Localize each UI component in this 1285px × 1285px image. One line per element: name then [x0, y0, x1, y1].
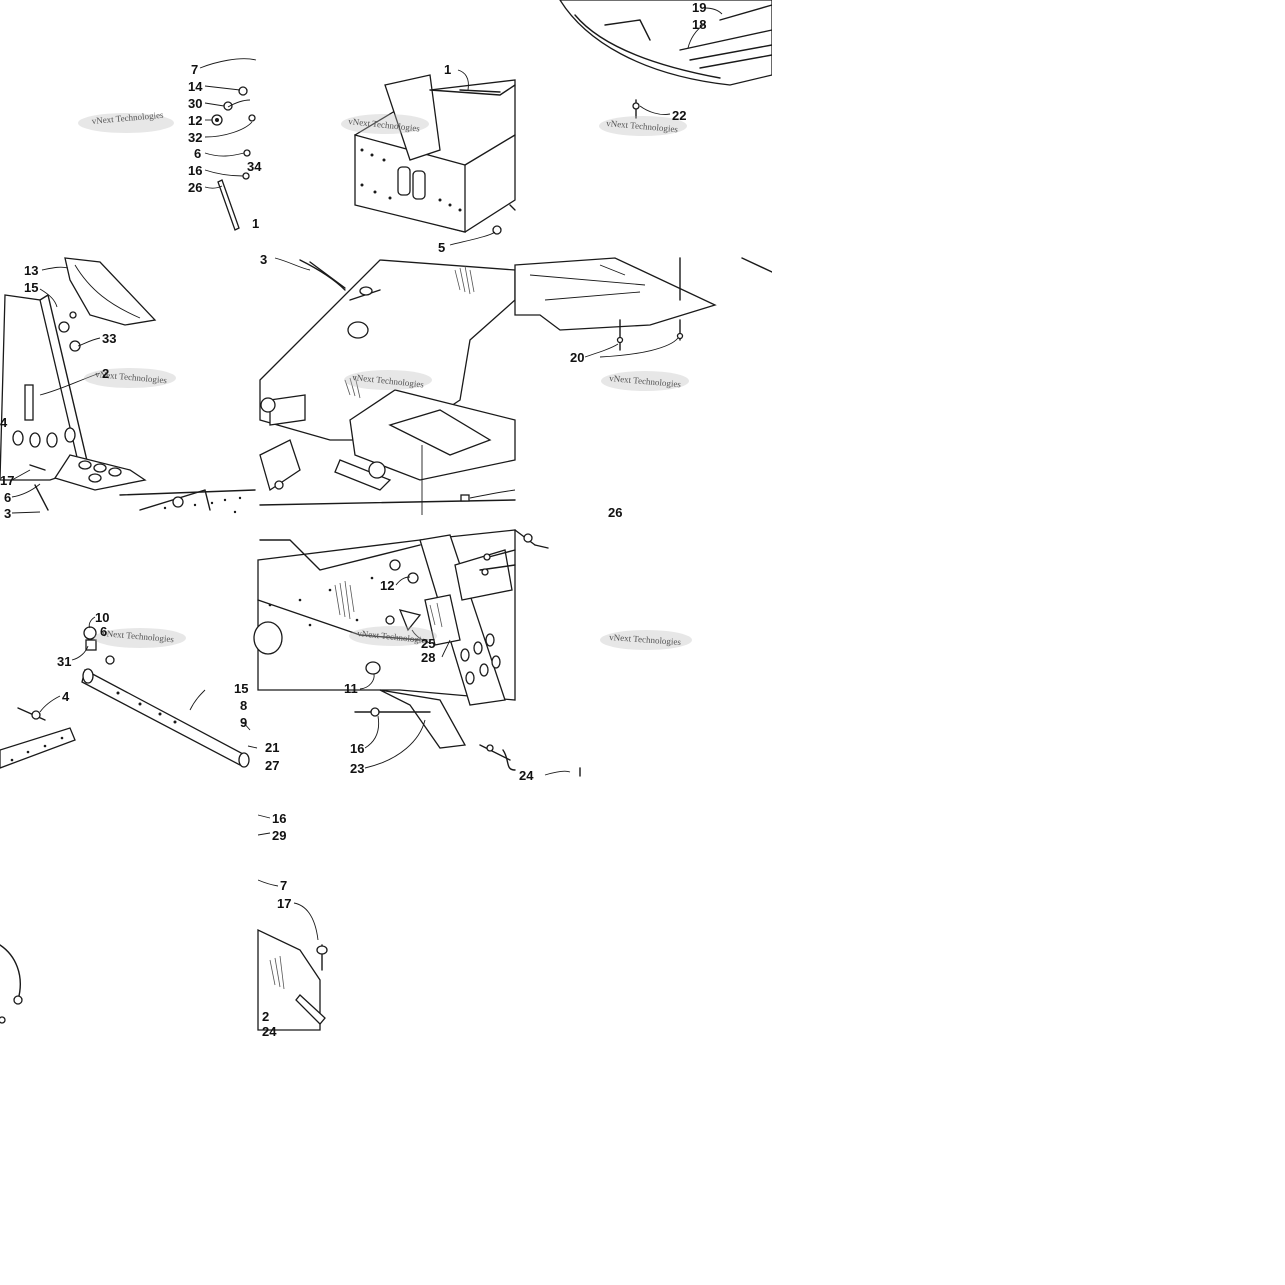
callout-16: 16: [188, 163, 202, 178]
callout-13: 13: [24, 263, 38, 278]
callout-6: 6: [100, 624, 107, 639]
tile-bottom-parts: [0, 814, 328, 1031]
mount-bracket: [388, 409, 492, 456]
callout-34: 34: [247, 159, 262, 174]
callout-21: 21: [265, 740, 279, 755]
callout-7: 7: [191, 62, 198, 77]
callout-5: 5: [438, 240, 445, 255]
callout-27: 27: [265, 758, 279, 773]
washer: [223, 101, 233, 111]
callout-12: 12: [380, 578, 394, 593]
callout-16: 16: [272, 811, 286, 826]
callout-32: 32: [188, 130, 202, 145]
tile-skid: [559, 0, 773, 119]
callout-8: 8: [240, 698, 247, 713]
callout-10: 10: [95, 610, 109, 625]
side-rail: [0, 727, 76, 769]
callout-4: 4: [62, 689, 70, 704]
callout-12: 12: [188, 113, 202, 128]
label-hatch: [344, 265, 475, 399]
tunnel-frame: [259, 259, 516, 441]
callout-15: 15: [234, 681, 248, 696]
callout-2: 2: [102, 366, 109, 381]
tile-steering-post: [0, 616, 258, 769]
hood-bracket: [64, 257, 157, 326]
lower-bracket: [379, 689, 467, 749]
callout-15: 15: [24, 280, 38, 295]
steering-bracket: [384, 74, 441, 161]
callout-6: 6: [4, 490, 11, 505]
callout-17: 17: [0, 473, 14, 488]
callout-17: 17: [277, 896, 291, 911]
callout-28: 28: [421, 650, 435, 665]
callout-1: 1: [444, 62, 451, 77]
watermark-layer: vNext Technologies vNext Technologies vN…: [78, 110, 692, 650]
callout-3: 3: [260, 252, 267, 267]
rivet: [243, 149, 251, 157]
steering-tube: [81, 669, 246, 766]
callout-19: 19: [692, 0, 706, 15]
callout-25: 25: [421, 636, 435, 651]
idler-wheel: [260, 397, 276, 413]
screw-head: [238, 86, 248, 96]
callout-33: 33: [102, 331, 116, 346]
rod-part: [217, 179, 240, 231]
bolt-head: [248, 114, 256, 122]
callout-layer: 7 14 30 12 32 6 16 34 26 1 1 5 19 18 22 …: [0, 0, 706, 1039]
callout-7: 7: [280, 878, 287, 893]
callout-31: 31: [57, 654, 71, 669]
callout-26: 26: [608, 505, 622, 520]
tile-footrest-left: [0, 257, 256, 514]
screw: [632, 102, 640, 110]
callout-24: 24: [519, 768, 534, 783]
tile-rear-bulkhead: [253, 529, 516, 769]
callout-2: 2: [262, 1009, 269, 1024]
callout-6: 6: [194, 146, 201, 161]
side-panel: [0, 294, 81, 481]
callout-3: 3: [4, 506, 11, 521]
callout-18: 18: [692, 17, 706, 32]
callout-14: 14: [188, 79, 203, 94]
callout-26: 26: [188, 180, 202, 195]
tile-hardware-stack: [199, 58, 257, 231]
callout-1: 1: [252, 216, 259, 231]
callout-22: 22: [672, 108, 686, 123]
front-bumper-plate: [419, 534, 506, 706]
callout-11: 11: [344, 681, 358, 696]
callout-24: 24: [262, 1024, 277, 1039]
callout-4: 4: [0, 415, 8, 430]
tile-tunnel-cover: [514, 257, 773, 358]
skid-plate: [559, 0, 773, 86]
tile-main-frame: [259, 257, 516, 515]
access-hole: [253, 621, 283, 655]
callout-20: 20: [570, 350, 584, 365]
tile-chassis-front: [354, 69, 516, 246]
callout-30: 30: [188, 96, 202, 111]
callout-23: 23: [350, 761, 364, 776]
callout-29: 29: [272, 828, 286, 843]
callout-16: 16: [350, 741, 364, 756]
callout-9: 9: [240, 715, 247, 730]
tile-right-strip: [502, 529, 581, 777]
